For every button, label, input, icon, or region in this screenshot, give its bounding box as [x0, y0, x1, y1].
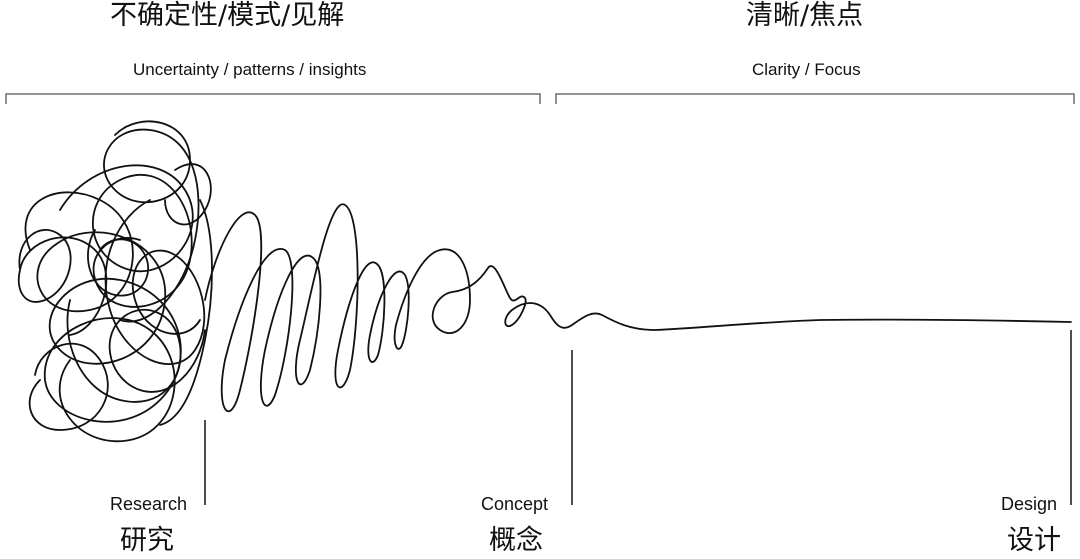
stage-research-label: Research: [110, 494, 188, 514]
stage-design-label: Design: [1001, 494, 1058, 514]
uncertainty-title: 不确定性/模式/见解: [110, 0, 345, 31]
stage-research-zh: 研究: [120, 525, 174, 556]
stage-concept-zh: 概念: [489, 525, 543, 556]
stage-design-zh: 设计: [1007, 525, 1061, 556]
uncertainty-subtitle: Uncertainty / patterns / insights: [133, 60, 367, 79]
scribble-loops: [204, 203, 1072, 413]
clarity-title: 清晰/焦点: [746, 0, 864, 31]
bracket-uncertainty: [5, 93, 541, 104]
clarity-subtitle: Clarity / Focus: [752, 60, 861, 79]
scribble-tangle: [17, 120, 213, 443]
stage-concept-label: Concept: [481, 494, 549, 514]
bracket-clarity: [555, 93, 1075, 104]
